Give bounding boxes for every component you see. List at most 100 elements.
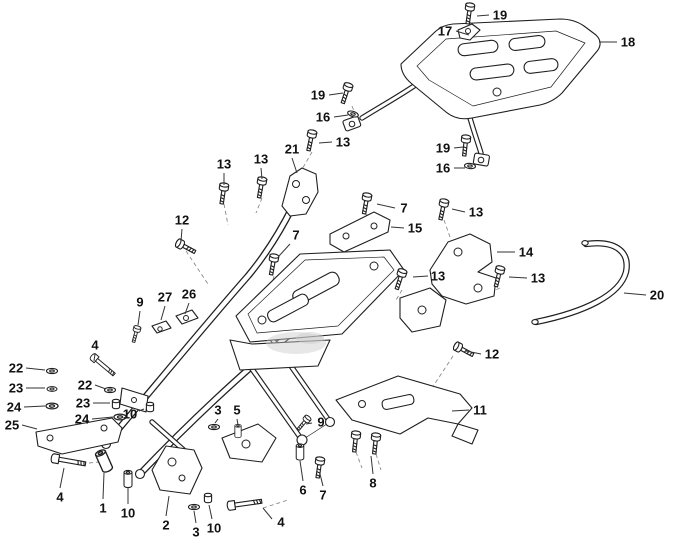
callout-16: 16: [436, 161, 450, 176]
leader-line-26: [184, 302, 190, 315]
bushing-6: [295, 443, 305, 461]
part-link-plate: [221, 423, 277, 463]
nut-23-b: [111, 398, 121, 410]
callout-13: 13: [431, 269, 445, 284]
part-bracket-21: [281, 167, 319, 217]
leader-line-19: [453, 146, 464, 149]
callout-3: 3: [192, 525, 199, 540]
bolt-7-c: [312, 455, 326, 480]
callout-12: 12: [175, 213, 189, 228]
leader-line-15: [390, 226, 405, 229]
leader-line-12: [465, 350, 482, 355]
callout-19: 19: [311, 88, 325, 103]
leader-line-16: [333, 114, 349, 118]
leader-line-3: [214, 418, 219, 424]
callout-3: 3: [214, 403, 221, 418]
leader-line-7: [278, 243, 291, 257]
callout-17: 17: [438, 24, 452, 39]
washer-22-b: [103, 386, 117, 394]
callout-12: 12: [485, 347, 499, 362]
leader-line-6: [299, 460, 304, 482]
callout-22: 22: [78, 378, 92, 393]
part-plate-27: [151, 320, 172, 334]
leader-line-25: [21, 424, 38, 430]
bolt-8-b: [369, 432, 382, 455]
leader-line-4: [59, 467, 65, 489]
callout-21: 21: [285, 142, 299, 157]
leader-line-12: [180, 228, 183, 242]
bolt-4-bottom: [226, 496, 263, 512]
washer-16-right: [463, 162, 477, 170]
callout-4: 4: [91, 338, 99, 353]
bolt-12-a: [173, 237, 198, 257]
part-bracket-17: [457, 23, 481, 41]
part-luggage-rack: [342, 18, 601, 167]
callout-20: 20: [650, 288, 664, 303]
leader-line-3: [193, 510, 197, 524]
leader-line-24: [23, 405, 46, 408]
frame-eye-mid: [324, 416, 336, 428]
callout-4: 4: [56, 490, 64, 505]
leader-line-7: [319, 473, 324, 487]
callout-8: 8: [369, 476, 376, 491]
callout-10: 10: [121, 506, 135, 521]
part-support-rod: [531, 240, 630, 326]
washer-23-a: [46, 386, 58, 392]
bolt-7-b: [266, 252, 280, 277]
nut-10-a: [145, 401, 155, 413]
leader-line-20: [623, 292, 647, 296]
callout-16: 16: [316, 110, 330, 125]
callout-26: 26: [182, 287, 196, 302]
callout-19: 19: [493, 8, 507, 23]
callout-7: 7: [319, 488, 326, 503]
callout-4: 4: [277, 515, 285, 530]
callout-11: 11: [473, 403, 487, 418]
bolt-19-top: [462, 1, 476, 26]
leader-line-21: [291, 157, 298, 174]
leader-line-13: [412, 275, 429, 278]
callout-9: 9: [317, 415, 324, 430]
bolt-7-a: [359, 191, 373, 216]
leader-line-22: [25, 367, 46, 371]
callout-14: 14: [519, 245, 534, 260]
leader-line-22: [94, 384, 107, 390]
leader-line-17: [455, 30, 470, 36]
part-seat-plate: [229, 249, 405, 371]
callout-13: 13: [217, 157, 231, 172]
callout-24: 24: [75, 412, 90, 427]
leader-line-9: [137, 310, 141, 326]
part-plate-11: [335, 375, 479, 445]
watermark: [266, 332, 326, 354]
callout-23: 23: [9, 381, 23, 396]
part-bracket-14: [399, 233, 497, 333]
callout-1: 1: [99, 501, 106, 516]
leader-line-19: [476, 14, 490, 17]
washer-16-left: [346, 109, 360, 119]
leader-line-1: [102, 472, 105, 500]
callout-2: 2: [162, 518, 169, 533]
callout-15: 15: [408, 221, 422, 236]
part-mount-bracket: [119, 387, 149, 413]
leader-line-13: [451, 208, 466, 213]
leader-line-13: [318, 141, 333, 144]
callout-24: 24: [7, 400, 22, 415]
frame-eye-right: [134, 468, 146, 480]
callout-13: 13: [254, 152, 268, 167]
bushing-1: [93, 447, 115, 475]
bolt-4-upper: [88, 352, 118, 378]
washer-22-a: [45, 367, 59, 375]
bolt-13-b: [254, 175, 268, 200]
leader-line-10: [208, 504, 213, 520]
callout-10: 10: [123, 407, 137, 422]
leader-line-13: [508, 276, 528, 279]
leader-line-8: [370, 455, 374, 475]
part-bracket-15: [329, 211, 391, 253]
callout-5: 5: [233, 403, 240, 418]
leader-line-19: [328, 92, 344, 96]
leader-line-4: [93, 353, 96, 362]
bolt-13-c: [216, 181, 230, 206]
callout-22: 22: [9, 361, 23, 376]
spacer-5: [234, 423, 242, 439]
